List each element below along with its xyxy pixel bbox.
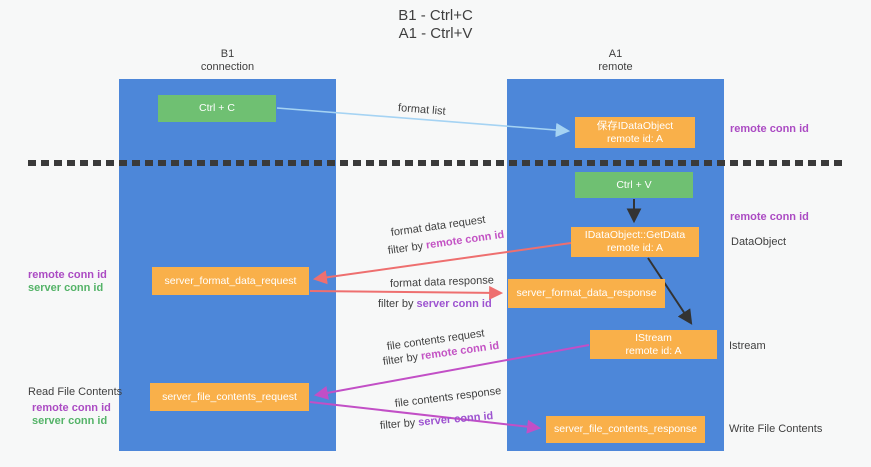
ctrl-v-box: Ctrl + V: [575, 172, 693, 198]
idataobject-getdata-box: IDataObject::GetData remote id: A: [571, 227, 699, 257]
server-file-contents-request-box: server_file_contents_request: [150, 383, 309, 411]
dataobject-label: DataObject: [731, 236, 787, 248]
b1-name: B1: [220, 48, 235, 60]
a1-subtitle: remote: [598, 61, 633, 73]
left-remote-conn-id-bottom: remote conn id: [32, 402, 111, 414]
istream-line1: IStream: [635, 331, 672, 344]
save-idataobject-box: 保存IDataObject remote id: A: [575, 117, 695, 148]
ctrl-c-label: Ctrl + C: [199, 102, 235, 114]
filter-server-conn-id: server conn id: [417, 410, 494, 429]
title-line-ctrl-v: A1 - Ctrl+V: [398, 25, 473, 42]
a1-name: A1: [608, 48, 623, 60]
save-idataobject-line2: remote id: A: [606, 132, 663, 145]
server-format-data-request-box: server_format_data_request: [152, 267, 309, 295]
title-line-ctrl-c: B1 - Ctrl+C: [398, 7, 473, 24]
column-header-a1: A1 remote: [507, 48, 724, 74]
filter-server-conn-id: server conn id: [416, 298, 492, 310]
phase-separator-dashed-line: [28, 160, 843, 166]
getdata-line2: remote id: A: [606, 242, 663, 254]
format-data-response-label: format data response: [389, 274, 495, 290]
save-idataobject-line1: 保存IDataObject: [596, 119, 674, 132]
server-file-contents-response-label: server_file_contents_response: [553, 423, 697, 435]
filter-by-text: filter by: [379, 416, 416, 432]
server-format-data-response-box: server_format_data_response: [508, 279, 665, 308]
write-file-contents-label: Write File Contents: [729, 423, 823, 435]
right-remote-conn-id-middle: remote conn id: [730, 211, 809, 223]
istream-side-label: Istream: [729, 340, 766, 352]
filter-by-text: filter by: [378, 298, 414, 310]
left-remote-conn-id-middle: remote conn id: [28, 269, 107, 281]
file-contents-response-label: file contents response: [394, 385, 502, 410]
left-server-conn-id-bottom: server conn id: [32, 415, 108, 427]
server-format-data-response-label: server_format_data_response: [516, 287, 657, 299]
filter-by-text: filter by: [387, 240, 424, 257]
left-server-conn-id-middle: server conn id: [28, 282, 104, 294]
ctrl-c-box: Ctrl + C: [158, 95, 276, 122]
istream-box: IStream remote id: A: [590, 330, 717, 359]
getdata-line1: IDataObject::GetData: [584, 229, 686, 241]
read-file-contents-label: Read File Contents: [28, 386, 123, 398]
istream-line2: remote id: A: [625, 344, 682, 357]
column-header-b1: B1 connection: [119, 48, 336, 74]
ctrl-v-label: Ctrl + V: [616, 178, 652, 191]
b1-subtitle: connection: [200, 61, 255, 73]
server-format-data-request-label: server_format_data_request: [164, 274, 297, 287]
server-file-contents-response-box: server_file_contents_response: [546, 416, 705, 443]
diagram-title: B1 - Ctrl+C A1 - Ctrl+V: [0, 7, 871, 43]
server-file-contents-request-label: server_file_contents_request: [162, 390, 297, 403]
right-remote-conn-id-top: remote conn id: [730, 123, 809, 135]
arrow-format-data-response: [309, 285, 504, 300]
format-list-label: format list: [397, 102, 447, 118]
